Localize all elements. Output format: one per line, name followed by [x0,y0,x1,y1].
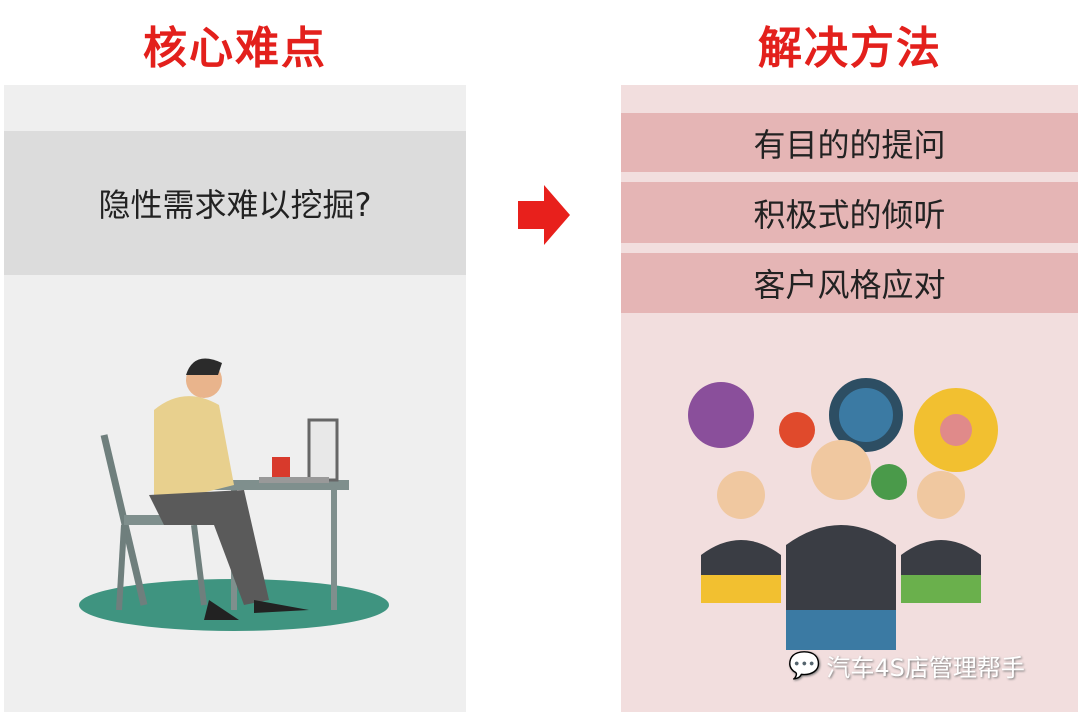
right-arrow-icon [518,185,570,245]
right-heading: 解决方法 [758,23,942,74]
business-team-illustration [688,378,998,650]
solution-panel: 有目的的提问 积极式的倾听 客户风格应对 [621,85,1078,712]
watermark: 💬 汽车4S店管理帮手 [788,648,1025,683]
problem-label: 隐性需求难以挖掘? [4,131,466,275]
wechat-icon: 💬 [788,650,821,681]
stressed-worker-illustration [79,358,389,631]
watermark-text: 汽车4S店管理帮手 [826,654,1025,682]
left-heading: 核心难点 [143,23,327,74]
method-item: 客户风格应对 [621,253,1078,313]
method-item: 积极式的倾听 [621,182,1078,243]
method-item: 有目的的提问 [621,113,1078,172]
difficulty-panel: 隐性需求难以挖掘? [4,85,466,712]
